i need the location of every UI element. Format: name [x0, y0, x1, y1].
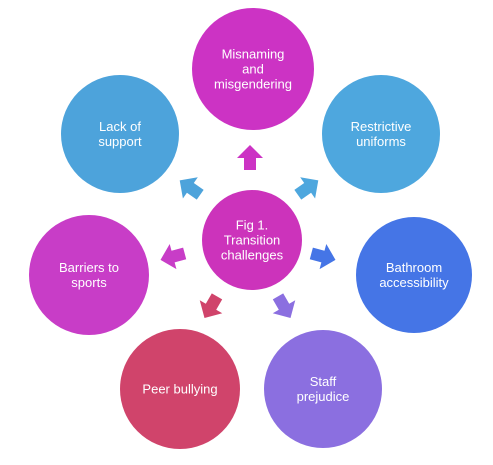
node-bathroom-accessibility-label-line-1: Bathroom — [386, 260, 442, 275]
node-lack-of-support-label-line-2: support — [98, 134, 142, 149]
arrow-lack-of-support-shape — [179, 177, 204, 200]
center-node-label-line-3: challenges — [221, 248, 284, 263]
node-misnaming-label-line-3: misgendering — [214, 77, 292, 92]
arrow-bathroom-accessibility-shape — [309, 243, 336, 270]
arrow-restrictive-uniforms-shape — [294, 177, 319, 200]
node-staff-prejudice-label-line-2: prejudice — [297, 389, 350, 404]
node-staff-prejudice-circle — [264, 330, 382, 448]
node-lack-of-support-label-line-1: Lack of — [99, 119, 141, 134]
arrow-staff-prejudice-shape — [272, 293, 296, 318]
center-node-label-line-2: Transition — [224, 233, 281, 248]
node-misnaming-label-line-2: and — [242, 62, 264, 77]
node-bathroom-accessibility-circle — [356, 217, 472, 333]
arrow-barriers-to-sports-shape — [160, 243, 187, 270]
node-staff-prejudice-label-line-1: Staff — [310, 374, 337, 389]
node-misnaming-label-line-1: Misnaming — [222, 47, 285, 62]
node-restrictive-uniforms-circle — [322, 75, 440, 193]
node-barriers-to-sports-label-line-1: Barriers to — [59, 260, 119, 275]
node-misnaming-circle — [192, 8, 314, 130]
arrow-barriers-to-sports — [160, 243, 187, 270]
arrow-peer-bullying-shape — [199, 293, 223, 318]
node-restrictive-uniforms-label-line-2: uniforms — [356, 134, 406, 149]
arrow-staff-prejudice — [272, 293, 296, 318]
arrow-lack-of-support — [179, 177, 204, 200]
node-peer-bullying: Peer bullying — [120, 329, 240, 449]
arrow-peer-bullying — [199, 293, 223, 318]
node-barriers-to-sports-circle — [29, 215, 149, 335]
node-bathroom-accessibility-label-line-2: accessibility — [379, 275, 449, 290]
node-peer-bullying-label-line-1: Peer bullying — [142, 382, 217, 397]
node-restrictive-uniforms-label-line-1: Restrictive — [351, 119, 412, 134]
arrow-misnaming — [237, 145, 263, 170]
center-node-circle — [202, 190, 302, 290]
node-lack-of-support-circle — [61, 75, 179, 193]
center-node-label-line-1: Fig 1. — [236, 218, 269, 233]
node-barriers-to-sports-label-line-2: sports — [71, 275, 107, 290]
arrow-bathroom-accessibility — [309, 243, 336, 270]
arrow-restrictive-uniforms — [294, 177, 319, 200]
node-peer-bullying-circle — [120, 329, 240, 449]
arrow-misnaming-shape — [237, 145, 263, 170]
